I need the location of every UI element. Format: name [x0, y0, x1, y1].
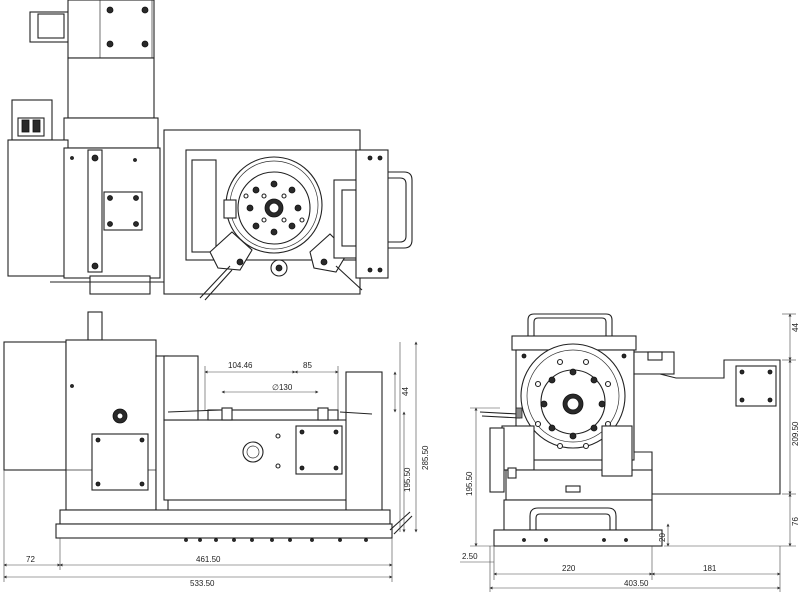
dim-right-20: 20	[658, 533, 667, 542]
side-dimensions: 44 209.50 76 195.50 20 2.50 220 181 403.…	[460, 313, 800, 592]
dim-right-195: 195.50	[465, 471, 474, 496]
dim-right-76: 76	[791, 517, 800, 526]
front-view	[3, 311, 413, 542]
dim-right-2-50: 2.50	[462, 552, 478, 561]
table-bolt-holes	[243, 180, 305, 236]
front-dimensions: 104.46 85 ∅130 44 285.50 195.50 72 461.5…	[3, 341, 430, 588]
base-holes	[184, 538, 368, 542]
dim-side-195: 195.50	[403, 467, 412, 492]
top-view	[7, 0, 413, 301]
dim-side-285: 285.50	[421, 445, 430, 470]
side-view	[479, 313, 781, 547]
dim-side-44: 44	[401, 387, 410, 396]
dim-right-220: 220	[562, 564, 576, 573]
dim-85: 85	[303, 361, 312, 370]
dim-right-181: 181	[703, 564, 717, 573]
dim-bore-diameter: ∅130	[272, 383, 293, 392]
side-bolt-holes	[534, 358, 612, 450]
dim-104-46: 104.46	[228, 361, 253, 370]
dim-right-209: 209.50	[791, 421, 800, 446]
dim-right-44: 44	[791, 323, 800, 332]
dim-front-72: 72	[26, 555, 35, 564]
dim-front-533: 533.50	[190, 579, 215, 588]
dim-front-461: 461.50	[196, 555, 221, 564]
dim-right-403: 403.50	[624, 579, 649, 588]
